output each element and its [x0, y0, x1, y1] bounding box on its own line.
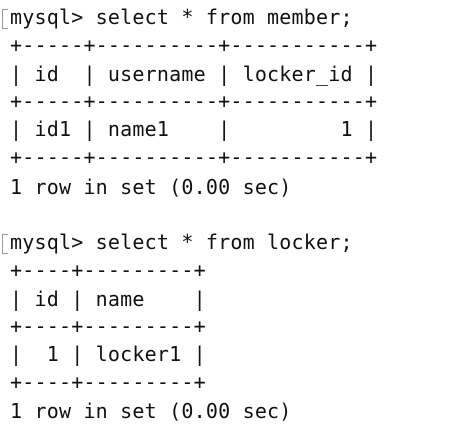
table-border: +----+---------+ [10, 314, 206, 338]
table-border: +-----+----------+-----------+ [10, 145, 378, 169]
command-line: mysql> select * from member; [10, 5, 353, 29]
prompt-marker-icon [2, 9, 8, 29]
table-header-row: | id | name | [10, 287, 206, 311]
table-row: | id1 | name1 | 1 | [10, 117, 378, 141]
table-border: +-----+----------+-----------+ [10, 33, 378, 57]
table-header-row: | id | username | locker_id | [10, 62, 378, 86]
command-line: mysql> select * from locker; [10, 230, 353, 254]
result-summary: 1 row in set (0.00 sec) [10, 175, 292, 199]
table-border: +----+---------+ [10, 370, 206, 394]
prompt-marker-icon [2, 234, 8, 254]
result-summary: 1 row in set (0.00 sec) [10, 399, 292, 423]
table-border: +----+---------+ [10, 258, 206, 282]
table-row: | 1 | locker1 | [10, 342, 206, 366]
table-border: +-----+----------+-----------+ [10, 89, 378, 113]
